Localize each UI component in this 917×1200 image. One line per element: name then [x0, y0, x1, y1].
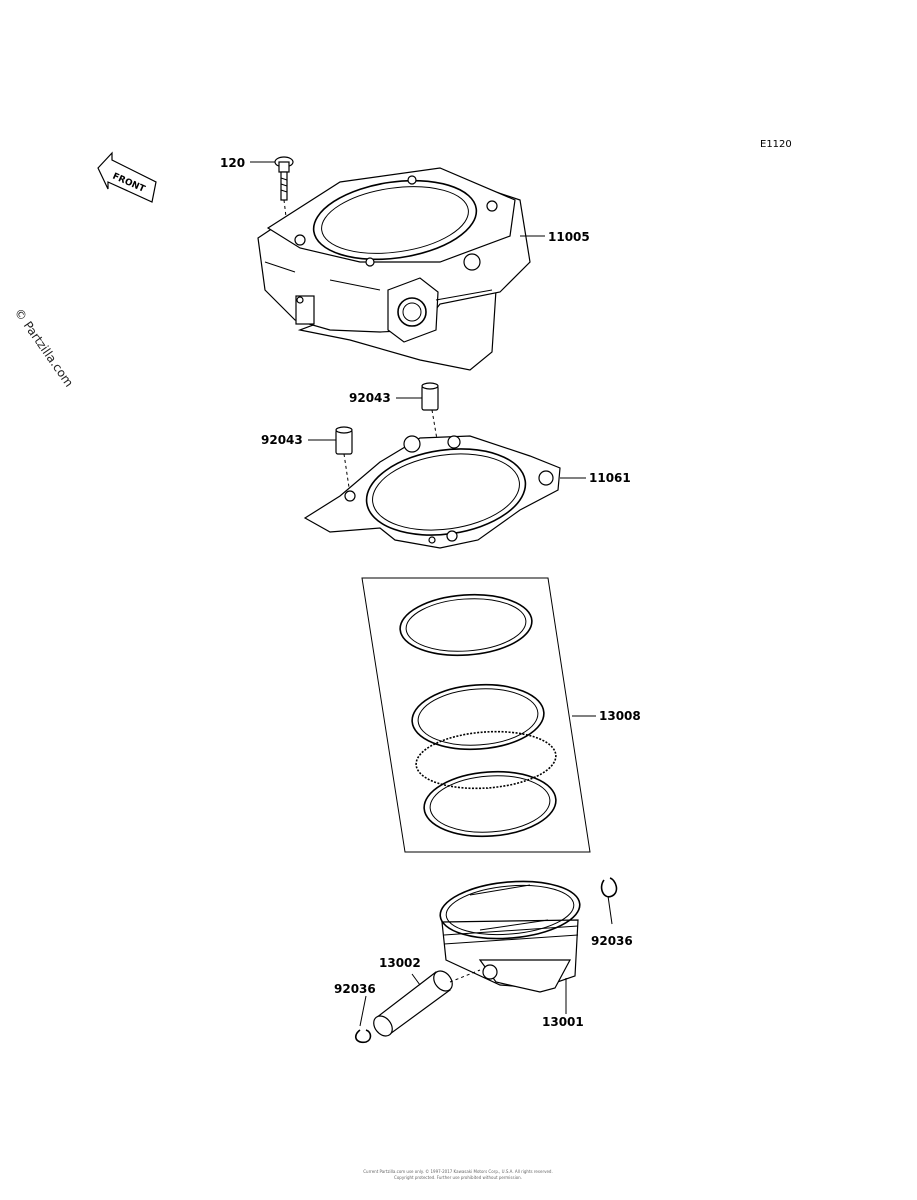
dowel-pin-92043-lower: [335, 426, 353, 495]
leader-lines: [250, 161, 613, 1027]
part-label-13002[interactable]: 13002: [379, 956, 421, 970]
part-label-120[interactable]: 120: [220, 156, 245, 170]
cylinder-11005-drawing: [257, 167, 531, 371]
diagram-ref: E1120: [760, 139, 792, 150]
watermark: © Partzilla.com: [12, 306, 77, 390]
part-label-11005[interactable]: 11005: [548, 230, 590, 244]
part-label-11061[interactable]: 11061: [589, 471, 631, 485]
footer-line-1: Current Partzilla.com use only. © 1997-2…: [363, 1169, 552, 1174]
part-label-92036-left[interactable]: 92036: [334, 982, 376, 996]
part-label-92036-right[interactable]: 92036: [591, 934, 633, 948]
circlip-92036-left: [354, 1029, 372, 1044]
footer-line-2: Copyright protected. Further use prohibi…: [394, 1175, 522, 1180]
part-label-92043-upper[interactable]: 92043: [349, 391, 391, 405]
piston-pin-13002-drawing: [373, 969, 481, 1037]
piston-13001-drawing: [439, 880, 581, 993]
piston-ring-set-13008-drawing: [361, 577, 591, 853]
part-label-92043-lower[interactable]: 92043: [261, 433, 303, 447]
part-label-13001[interactable]: 13001: [542, 1015, 584, 1029]
circlip-92036-right: [600, 877, 618, 898]
part-label-13008[interactable]: 13008: [599, 709, 641, 723]
gasket-11061-drawing: [303, 435, 561, 549]
dowel-pin-92043-upper: [421, 382, 453, 529]
front-arrow-icon: FRONT: [97, 151, 157, 203]
